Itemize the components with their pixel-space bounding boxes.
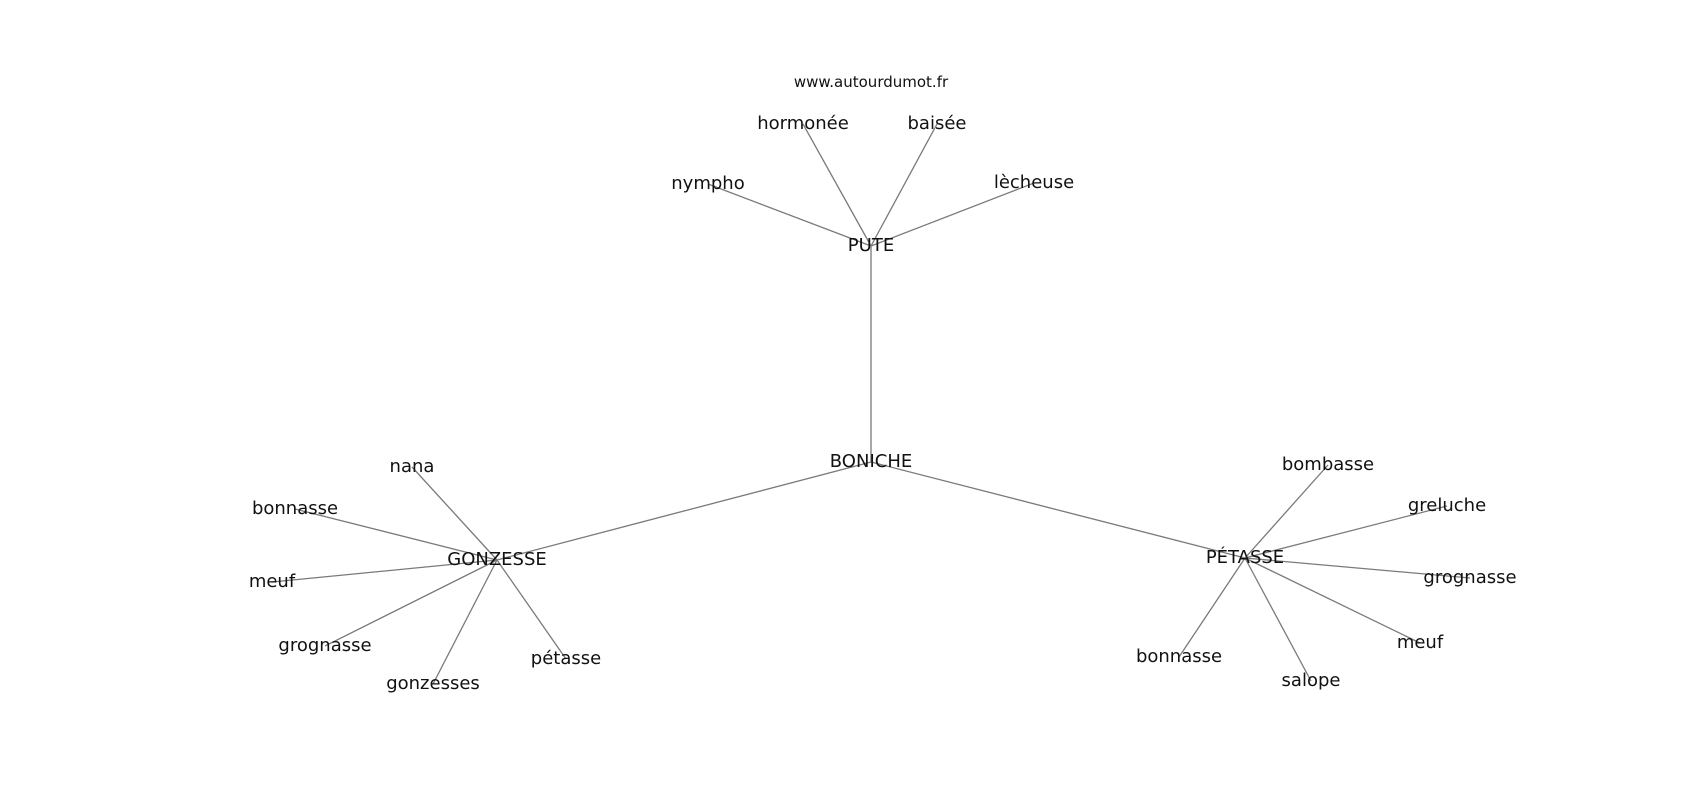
edge-petasse_hub-salope xyxy=(1244,557,1312,682)
edge-petasse_hub-greluche xyxy=(1244,505,1448,559)
node-hormonee[interactable]: hormonée xyxy=(757,113,849,134)
edge-petasse_hub-bonnasse_right xyxy=(1178,557,1246,658)
node-bombasse[interactable]: bombasse xyxy=(1281,454,1375,475)
node-nympho[interactable]: nympho xyxy=(671,173,745,194)
node-petasse-leaf[interactable]: pétasse xyxy=(530,648,602,669)
edge-pute-nympho xyxy=(707,183,872,247)
node-bonnasse-left[interactable]: bonnasse xyxy=(251,498,339,519)
edge-gonzesse-nana xyxy=(411,466,498,561)
node-bonnasse-right[interactable]: bonnasse xyxy=(1135,646,1223,667)
node-baisee[interactable]: baisée xyxy=(907,113,967,134)
edge-boniche-gonzesse xyxy=(496,461,872,561)
node-boniche[interactable]: BONICHE xyxy=(829,451,913,472)
node-lecheuse[interactable]: lècheuse xyxy=(993,172,1075,193)
node-meuf-right[interactable]: meuf xyxy=(1396,632,1444,653)
source-url[interactable]: www.autourdumot.fr xyxy=(793,73,949,91)
node-meuf-left[interactable]: meuf xyxy=(248,571,296,592)
node-nana[interactable]: nana xyxy=(389,456,435,477)
edge-gonzesse-bonnasse_left xyxy=(294,508,498,561)
edge-petasse_hub-bombasse xyxy=(1244,464,1329,559)
edge-pute-lecheuse xyxy=(870,182,1035,247)
node-greluche[interactable]: greluche xyxy=(1407,495,1487,516)
node-pute[interactable]: PUTE xyxy=(847,235,895,256)
edge-gonzesse-meuf_left xyxy=(271,559,498,583)
node-gonzesse[interactable]: GONZESSE xyxy=(447,549,547,570)
edge-pute-hormonee xyxy=(802,123,872,247)
edge-petasse_hub-meuf_right xyxy=(1244,557,1421,644)
node-gonzesses[interactable]: gonzesses xyxy=(386,673,480,694)
edge-boniche-petasse_hub xyxy=(870,461,1246,559)
edge-pute-baisee xyxy=(870,123,938,247)
node-petasse-hub[interactable]: PÉTASSE xyxy=(1205,547,1285,568)
node-salope[interactable]: salope xyxy=(1281,670,1341,691)
node-grognasse-right[interactable]: grognasse xyxy=(1423,567,1517,588)
edge-petasse_hub-grognasse_right xyxy=(1244,557,1471,579)
node-grognasse-left[interactable]: grognasse xyxy=(278,635,372,656)
edge-gonzesse-grognasse_left xyxy=(324,559,498,647)
edge-gonzesse-petasse_leaf xyxy=(496,559,567,660)
edge-gonzesse-gonzesses xyxy=(432,559,498,685)
